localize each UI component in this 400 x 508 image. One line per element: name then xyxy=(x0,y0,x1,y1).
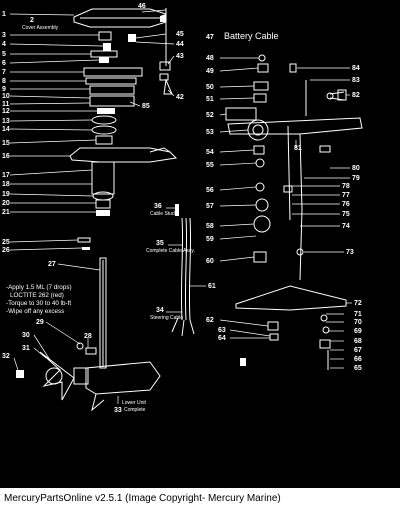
callout-74: 74 xyxy=(342,223,350,230)
callout-27: 27 xyxy=(48,261,56,268)
callout-50: 50 xyxy=(206,84,214,91)
callout-33: 33 xyxy=(114,407,122,414)
parts-diagram: 1 2 Cover Assembly 3 4 5 6 7 8 9 10 11 1… xyxy=(0,0,400,488)
complete-cable-assy-label: Complete Cable Assy. xyxy=(146,248,195,254)
caption-bar: MercuryPartsOnline v2.5.1 (Image Copyrig… xyxy=(4,493,281,504)
callout-64: 64 xyxy=(218,335,226,342)
callout-48: 48 xyxy=(206,55,214,62)
callout-6: 6 xyxy=(2,60,6,67)
loctite-note-line-4: -Wipe off any excess xyxy=(6,308,64,315)
callout-12: 12 xyxy=(2,108,10,115)
callout-18: 18 xyxy=(2,181,10,188)
callout-51: 51 xyxy=(206,96,214,103)
callout-71: 71 xyxy=(354,311,362,318)
callout-34: 34 xyxy=(156,307,164,314)
callout-76: 76 xyxy=(342,201,350,208)
callout-35: 35 xyxy=(156,240,164,247)
callout-59: 59 xyxy=(206,236,214,243)
callout-62: 62 xyxy=(206,317,214,324)
callout-58: 58 xyxy=(206,223,214,230)
callout-3: 3 xyxy=(2,32,6,39)
leader-lines xyxy=(9,9,352,404)
callout-65: 65 xyxy=(354,365,362,372)
callout-78: 78 xyxy=(342,183,350,190)
callout-81: 81 xyxy=(294,145,302,152)
callout-54: 54 xyxy=(206,149,214,156)
callout-31: 31 xyxy=(22,345,30,352)
callout-56: 56 xyxy=(206,187,214,194)
callout-5: 5 xyxy=(2,51,6,58)
callout-46: 46 xyxy=(138,3,146,10)
callout-68: 68 xyxy=(354,338,362,345)
callout-8: 8 xyxy=(2,78,6,85)
mount-bracket-drawing xyxy=(69,147,178,216)
cover-assembly-label: Cover Assembly xyxy=(22,25,59,31)
callout-75: 75 xyxy=(342,211,350,218)
callout-4: 4 xyxy=(2,41,6,48)
callout-21: 21 xyxy=(2,209,10,216)
callout-57: 57 xyxy=(206,203,214,210)
callout-26: 26 xyxy=(2,247,10,254)
callout-77: 77 xyxy=(342,192,350,199)
callout-2: 2 xyxy=(30,17,34,24)
callout-79: 79 xyxy=(352,175,360,182)
callout-14: 14 xyxy=(2,126,10,133)
callout-72: 72 xyxy=(354,300,362,307)
callout-43: 43 xyxy=(176,53,184,60)
callout-36: 36 xyxy=(154,203,162,210)
callout-13: 13 xyxy=(2,118,10,125)
callout-73: 73 xyxy=(346,249,354,256)
callout-63: 63 xyxy=(218,327,226,334)
callout-25: 25 xyxy=(2,239,10,246)
callout-53: 53 xyxy=(206,129,214,136)
loctite-note-line-3: -Torque to 30 to 40 lb-ft xyxy=(6,300,71,307)
callout-45: 45 xyxy=(176,31,184,38)
callout-30: 30 xyxy=(22,332,30,339)
callout-32: 32 xyxy=(2,353,10,360)
loctite-note-line-1: -Apply 1.5 ML (7 drops) xyxy=(6,284,72,291)
callout-70: 70 xyxy=(354,319,362,326)
callout-29: 29 xyxy=(36,319,44,326)
callout-20: 20 xyxy=(2,200,10,207)
callout-61: 61 xyxy=(208,283,216,290)
steering-cable-label: Steering Cable xyxy=(150,315,183,321)
callout-82: 82 xyxy=(352,92,360,99)
callout-15: 15 xyxy=(2,140,10,147)
callout-16: 16 xyxy=(2,153,10,160)
callout-67: 67 xyxy=(354,347,362,354)
callout-10: 10 xyxy=(2,93,10,100)
callout-47: 47 xyxy=(206,34,214,41)
callout-80: 80 xyxy=(352,165,360,172)
callout-17: 17 xyxy=(2,172,10,179)
callout-85: 85 xyxy=(142,103,150,110)
callout-44: 44 xyxy=(176,41,184,48)
lower-unit-label-line-1: Lower Unit xyxy=(122,400,147,406)
battery-cable-label: Battery Cable xyxy=(224,31,279,41)
callout-9: 9 xyxy=(2,86,6,93)
lower-unit-label-line-2: Complete xyxy=(124,407,146,413)
callout-11: 11 xyxy=(2,101,10,108)
cable-bundle-drawing xyxy=(171,204,195,337)
cable-stud-label: Cable Stud xyxy=(150,211,175,217)
callout-55: 55 xyxy=(206,162,214,169)
callout-84: 84 xyxy=(352,65,360,72)
callout-60: 60 xyxy=(206,258,214,265)
callout-42: 42 xyxy=(176,94,184,101)
callout-69: 69 xyxy=(354,328,362,335)
head-parts-stack xyxy=(83,8,173,145)
callout-1: 1 xyxy=(2,11,6,18)
callout-28: 28 xyxy=(84,333,92,340)
callout-52: 52 xyxy=(206,112,214,119)
callout-49: 49 xyxy=(206,68,214,75)
callout-83: 83 xyxy=(352,77,360,84)
callout-66: 66 xyxy=(354,356,362,363)
shaft-and-lower-unit-drawing xyxy=(16,237,161,412)
callout-7: 7 xyxy=(2,69,6,76)
loctite-note-line-2: LOCTITE 262 (red) xyxy=(10,292,64,299)
cover-assembly-drawing xyxy=(73,8,167,28)
callout-19: 19 xyxy=(2,191,10,198)
